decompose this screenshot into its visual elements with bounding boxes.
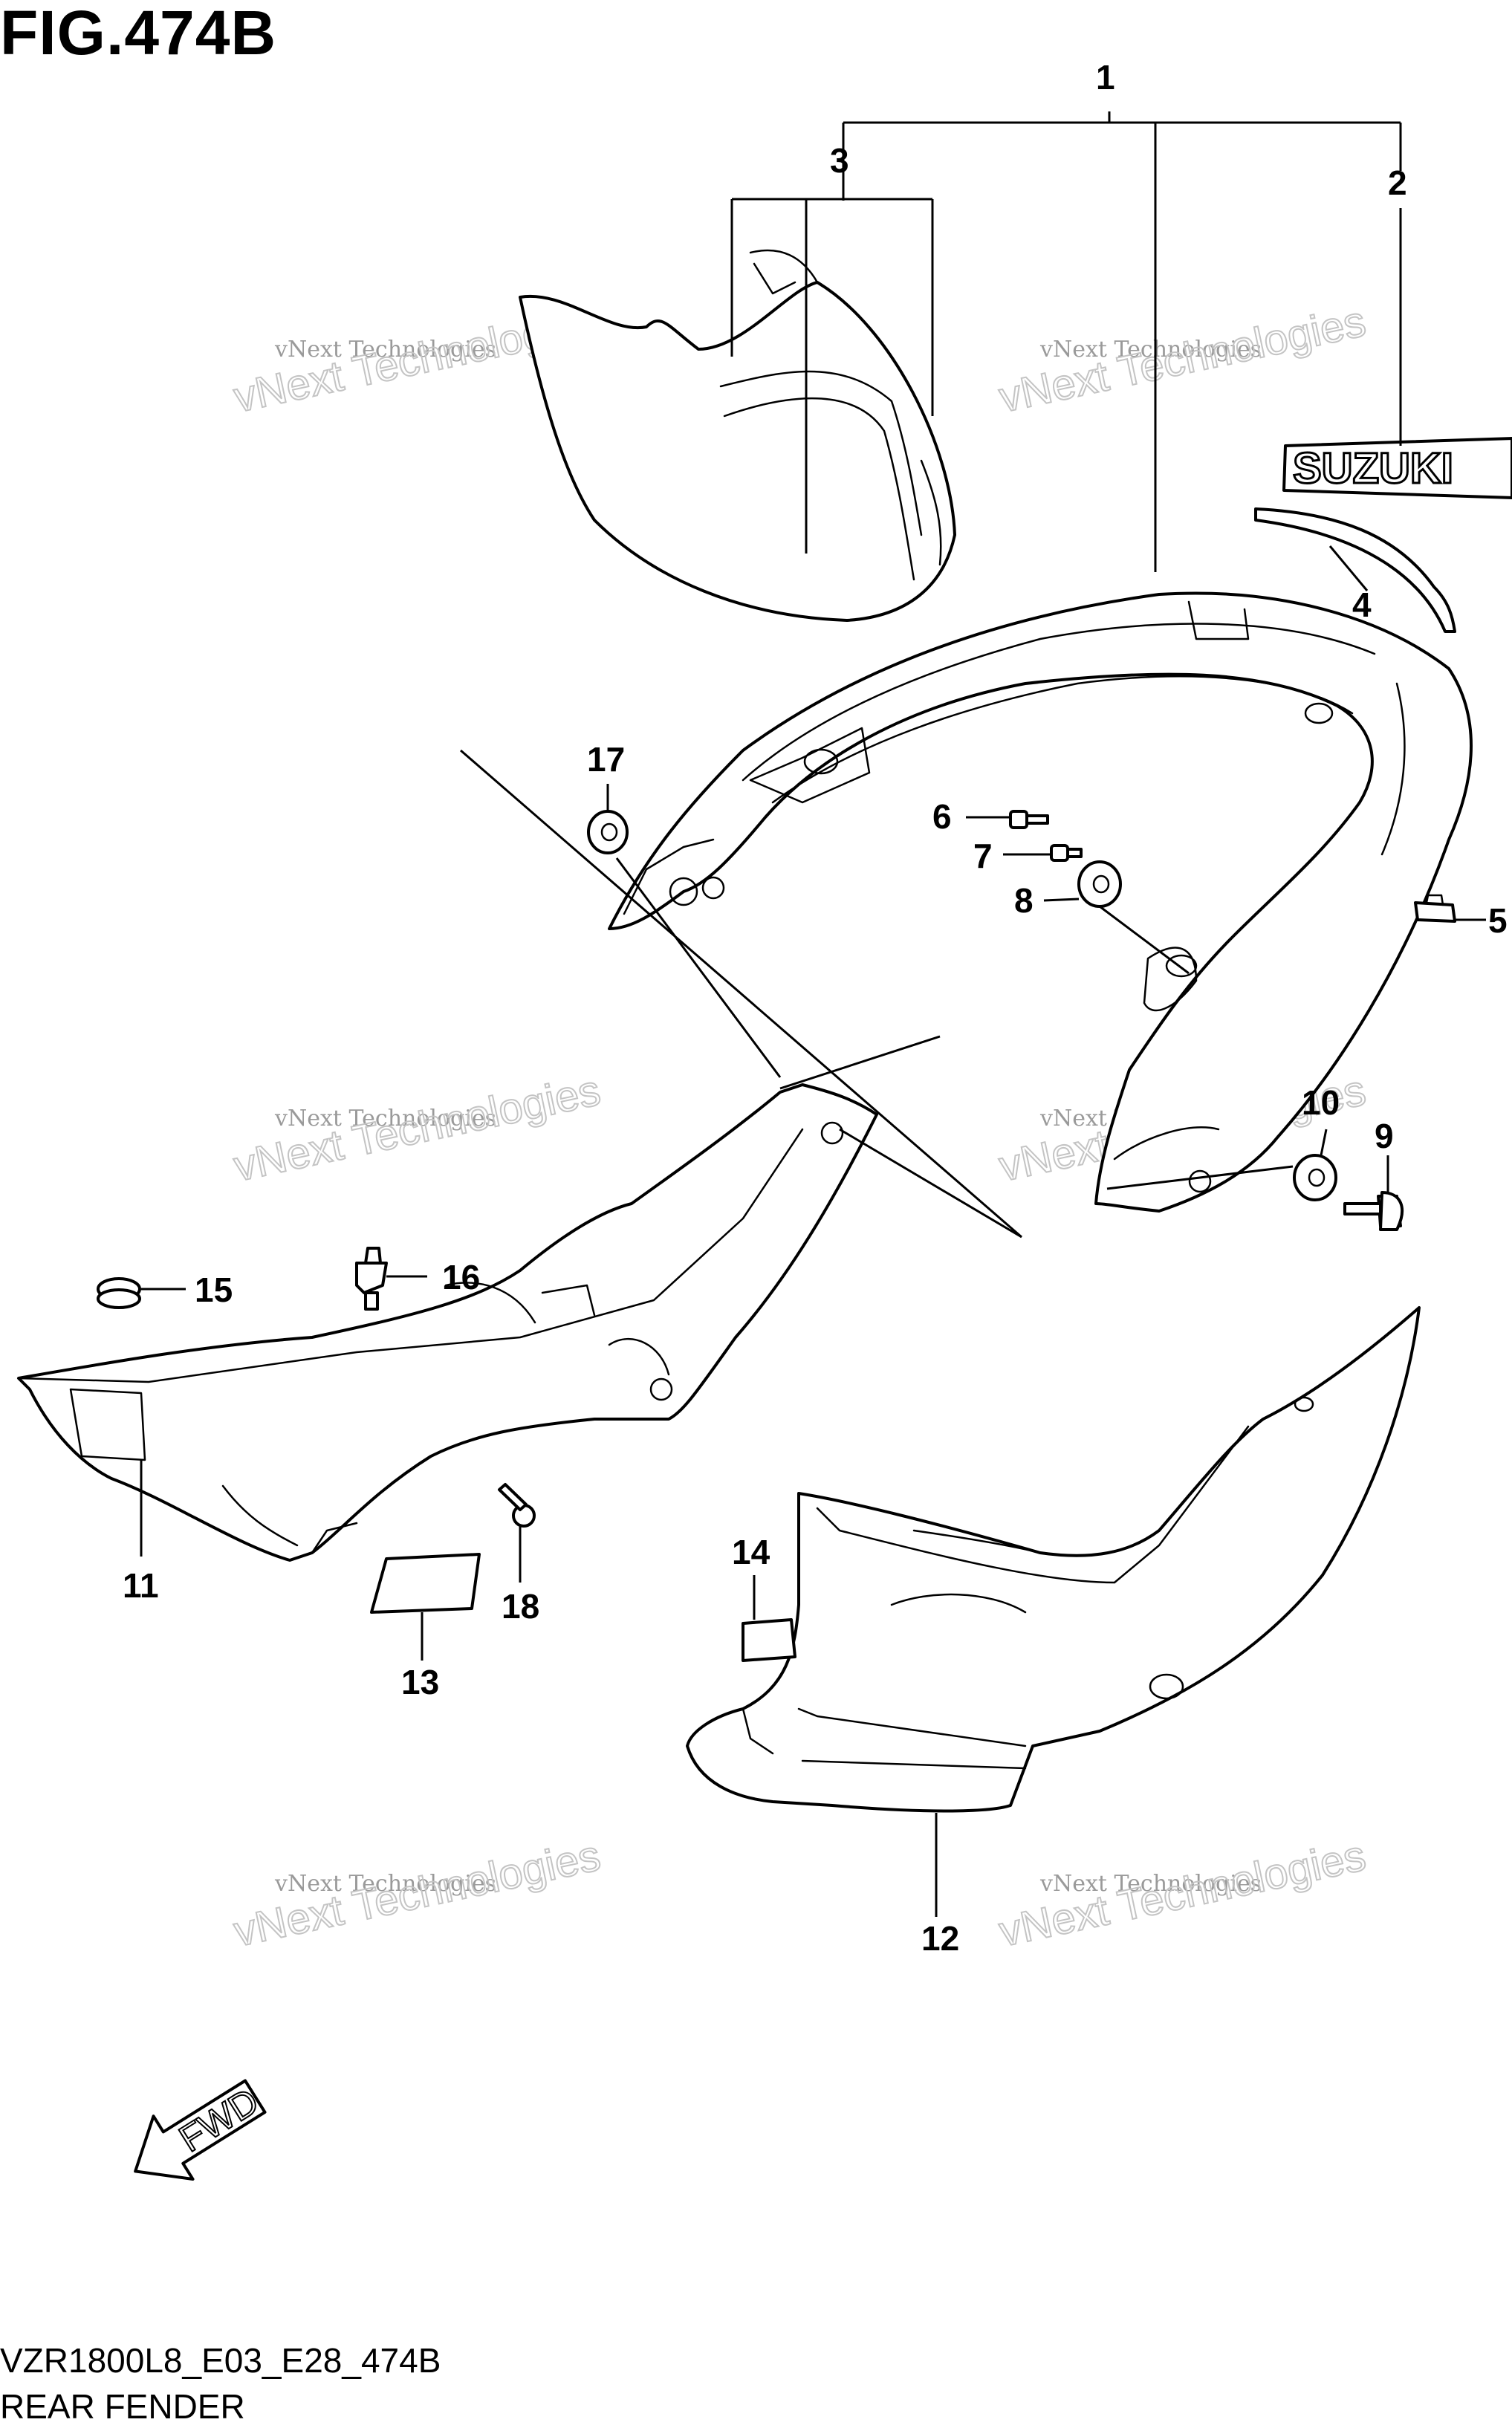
callout-16: 16	[442, 1258, 480, 1296]
part-4-trim-strip	[1254, 507, 1456, 633]
figure-title: FIG.474B	[0, 0, 277, 68]
svg-text:vNext Technologies: vNext Technologies	[1039, 1871, 1262, 1897]
callout-9: 9	[1375, 1117, 1394, 1155]
part-8-damper	[1077, 860, 1122, 908]
svg-text:vNext Technologies: vNext Technologies	[274, 1871, 496, 1897]
part-9-bolt	[1343, 1191, 1404, 1231]
section-name: REAR FENDER	[0, 2387, 245, 2426]
part-13-pad	[370, 1553, 481, 1614]
svg-text:vNext Technologies: vNext Technologies	[1039, 337, 1262, 363]
part-16-push-clip	[355, 1247, 388, 1311]
callout-14: 14	[732, 1533, 770, 1571]
callout-10: 10	[1302, 1083, 1340, 1122]
svg-text:SUZUKI: SUZUKI	[1293, 444, 1453, 493]
leader-lines	[140, 111, 1486, 1917]
part-18-screw	[498, 1483, 536, 1528]
callout-13: 13	[401, 1663, 439, 1701]
callout-7: 7	[973, 837, 993, 875]
callout-5: 5	[1488, 901, 1508, 940]
callout-8: 8	[1014, 881, 1034, 920]
callout-17: 17	[587, 740, 625, 779]
part-2-emblem: SUZUKI	[1282, 437, 1512, 499]
watermark-bottom-left: vNext Technologies vNext Technologies	[229, 1831, 605, 1957]
callout-1: 1	[1096, 58, 1115, 97]
callout-labels: 1 2 3 4 5 6 7 8 9 10 11 12 13 14 15 16 1…	[123, 58, 1508, 1958]
callout-6: 6	[932, 797, 952, 836]
svg-text:vNext Technologies: vNext Technologies	[274, 337, 496, 363]
watermark-bottom-right: vNext Technologies vNext Technologies	[994, 1831, 1370, 1957]
watermark-top-right: vNext Technologies vNext Technologies	[994, 296, 1370, 423]
callout-12: 12	[921, 1919, 959, 1958]
part-10-damper	[1293, 1154, 1337, 1201]
part-5-nut-clip	[1414, 894, 1456, 923]
part-14-pad	[742, 1618, 796, 1662]
part-17-damper	[587, 810, 629, 854]
part-6-bolt	[1009, 810, 1049, 829]
model-code: VZR1800L8_E03_E28_474B	[0, 2341, 441, 2380]
part-11-side-cover-left	[17, 1083, 878, 1562]
callout-11: 11	[123, 1566, 159, 1605]
part-7-bolt	[1050, 844, 1083, 862]
part-15-grommet	[97, 1277, 141, 1309]
watermark-mid-left: vNext Technologies vNext Technologies	[229, 1065, 605, 1192]
fwd-arrow-icon: FWD	[134, 2079, 267, 2181]
part-12-side-cover-right	[686, 1306, 1421, 1813]
svg-text:vNext Technologies: vNext Technologies	[274, 1106, 496, 1132]
callout-3: 3	[830, 141, 849, 180]
callout-18: 18	[502, 1587, 539, 1626]
callout-4: 4	[1352, 585, 1372, 624]
part-1-tail-cowl	[608, 591, 1473, 1213]
callout-2: 2	[1388, 163, 1407, 202]
callout-15: 15	[195, 1270, 233, 1309]
part-3-seat-cowl	[519, 249, 956, 622]
